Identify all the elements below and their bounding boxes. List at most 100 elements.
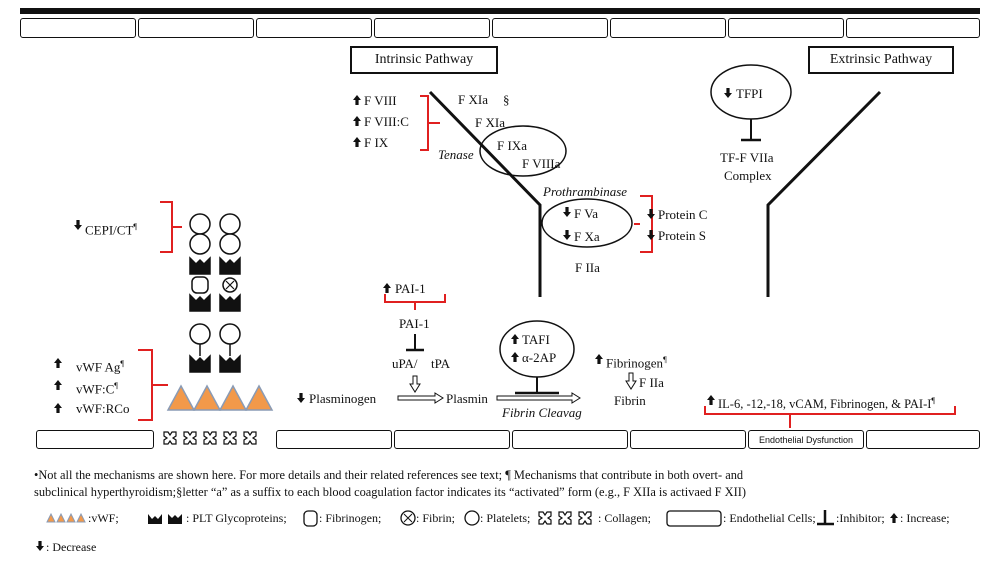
endothelial-cell xyxy=(256,18,372,38)
collagen-row xyxy=(163,431,257,445)
upa-label: uPA/ xyxy=(392,356,418,371)
pai1-top-label: PAI-1 xyxy=(395,281,426,296)
plasmin-label: Plasmin xyxy=(446,391,488,406)
extrinsic-pathway-label: Extrinsic Pathway xyxy=(829,52,933,67)
endothelial-cell xyxy=(728,18,844,38)
section-mark: § xyxy=(503,92,510,107)
pai1-mid-label: PAI-1 xyxy=(399,316,430,331)
endothelial-cell xyxy=(512,430,628,449)
cepi-text: CEPI/CT xyxy=(85,222,134,238)
cepi-bracket xyxy=(160,201,182,253)
footnote: •Not all the mechanisms are shown here. … xyxy=(34,467,984,501)
endothelial-cell xyxy=(610,18,726,38)
legend-fibrinogen: : Fibrinogen; xyxy=(319,510,382,525)
endothelial-cell xyxy=(866,430,980,449)
fibrinogen-label: Fibrinogen¶ xyxy=(606,352,667,370)
vwf-c-label: vWF:C¶ xyxy=(76,378,118,396)
endothelial-dysfunction-cell: Endothelial Dysfunction xyxy=(748,430,864,449)
factor-viii-label: F VIII xyxy=(364,93,397,108)
vwf-triangles xyxy=(166,384,274,411)
legend-vwf: :vWF; xyxy=(88,510,119,525)
vwf-ag-label: vWF Ag¶ xyxy=(76,356,124,374)
fibrinogen-text: Fibrinogen xyxy=(606,355,664,371)
endothelial-cell xyxy=(36,430,154,449)
extrinsic-pathway-box: Extrinsic Pathway xyxy=(808,46,954,74)
vwf-c-mark: ¶ xyxy=(114,381,118,390)
vwf-bracket xyxy=(138,349,168,421)
prothrombinase-label: Prothrambinase xyxy=(543,184,628,199)
endothelial-cell xyxy=(276,430,392,449)
factor-viii-c-label: F VIII:C xyxy=(364,114,409,129)
fibrinogen-mark: ¶ xyxy=(663,355,667,364)
endothelial-markers-label: IL-6, -12,-18, vCAM, Fibrinogen, & PAI-I… xyxy=(718,393,935,412)
vwf-c-text: vWF:C xyxy=(76,381,115,397)
factor-bracket xyxy=(420,95,440,151)
endothelial-cell xyxy=(374,18,490,38)
endothelial-cell xyxy=(138,18,254,38)
endothelial-cell xyxy=(20,18,136,38)
fibrin-label: Fibrin xyxy=(614,393,646,408)
footnote-line-1: •Not all the mechanisms are shown here. … xyxy=(34,468,744,482)
fiia-fibrinolysis-label: F IIa xyxy=(639,375,664,390)
upa-down-arrow xyxy=(409,375,421,393)
tafi-ellipse xyxy=(499,320,575,378)
intrinsic-pathway-label: Intrinsic Pathway xyxy=(374,52,474,67)
vwf-rco-label: vWF:RCo xyxy=(76,401,130,416)
legend-increase: : Increase; xyxy=(900,510,950,525)
cepi-mark: ¶ xyxy=(133,222,138,231)
fviiia-label: F VIIIa xyxy=(522,156,561,171)
plasmin-arrow xyxy=(496,392,581,404)
legend-fibrin: : Fibrin; xyxy=(416,510,456,525)
tafi-label: TAFI xyxy=(522,332,550,347)
intrinsic-pathway-line xyxy=(428,90,542,297)
legend-collagen: : Collagen; xyxy=(598,510,651,525)
protein-c-label: Protein C xyxy=(658,207,708,222)
prothrombinase-ellipse xyxy=(541,198,633,248)
endothelial-dysfunction-label: Endothelial Dysfunction xyxy=(758,434,854,445)
platelet-chain xyxy=(189,213,241,373)
fxia-second-label: F XIa xyxy=(475,115,505,130)
plasminogen-arrow xyxy=(397,392,444,404)
protein-bracket xyxy=(634,195,653,253)
cepi-label: CEPI/CT¶ xyxy=(85,219,137,237)
endothelial-cell xyxy=(394,430,510,449)
endothelial-cell xyxy=(630,430,746,449)
legend-endothelial: : Endothelial Cells; xyxy=(723,510,816,525)
fiia-label: F IIa xyxy=(575,260,600,275)
endothelial-cell xyxy=(492,18,608,38)
legend-icons xyxy=(36,510,898,551)
fiia-down-arrow xyxy=(625,372,637,390)
extrinsic-pathway-line xyxy=(766,90,882,297)
pai-bracket xyxy=(384,294,446,310)
vwf-ag-mark: ¶ xyxy=(120,359,125,368)
intrinsic-pathway-box: Intrinsic Pathway xyxy=(350,46,498,74)
plasminogen-label: Plasminogen xyxy=(309,391,377,406)
legend-decrease: : Decrease xyxy=(46,539,97,554)
endothelial-cell xyxy=(846,18,980,38)
fibrin-cleavage-label: Fibrin Cleavag xyxy=(502,405,582,420)
legend-inhibitor: :Inhibitor; xyxy=(836,510,885,525)
endothelial-markers-text: IL-6, -12,-18, vCAM, Fibrinogen, & PAI-I xyxy=(718,397,932,412)
tenase-label: Tenase xyxy=(438,147,474,162)
footnote-line-2: subclinical hyperthyroidism;§letter “a” … xyxy=(34,485,746,499)
fxia-label: F XIa xyxy=(458,92,488,107)
legend-plt: : PLT Glycoproteins; xyxy=(186,510,287,525)
legend-platelets: : Platelets; xyxy=(480,510,531,525)
complex-label: Complex xyxy=(724,168,772,183)
tf-fviia-label: TF-F VIIa xyxy=(720,150,774,165)
factor-ix-label: F IX xyxy=(364,135,389,150)
tpa-label: tPA xyxy=(431,356,451,371)
protein-s-label: Protein S xyxy=(658,228,707,243)
a2ap-label: α-2AP xyxy=(522,350,557,365)
tfpi-label: TFPI xyxy=(736,86,763,101)
fixa-label: F IXa xyxy=(497,138,527,153)
vwf-ag-text: vWF Ag xyxy=(76,359,121,375)
tenase-ellipse xyxy=(479,125,567,177)
fva-label: F Va xyxy=(574,206,598,221)
fxa-label: F Xa xyxy=(574,229,600,244)
endothelial-bracket xyxy=(704,406,956,428)
top-border-bar xyxy=(20,8,980,14)
endothelial-markers-mark: ¶ xyxy=(931,396,936,405)
